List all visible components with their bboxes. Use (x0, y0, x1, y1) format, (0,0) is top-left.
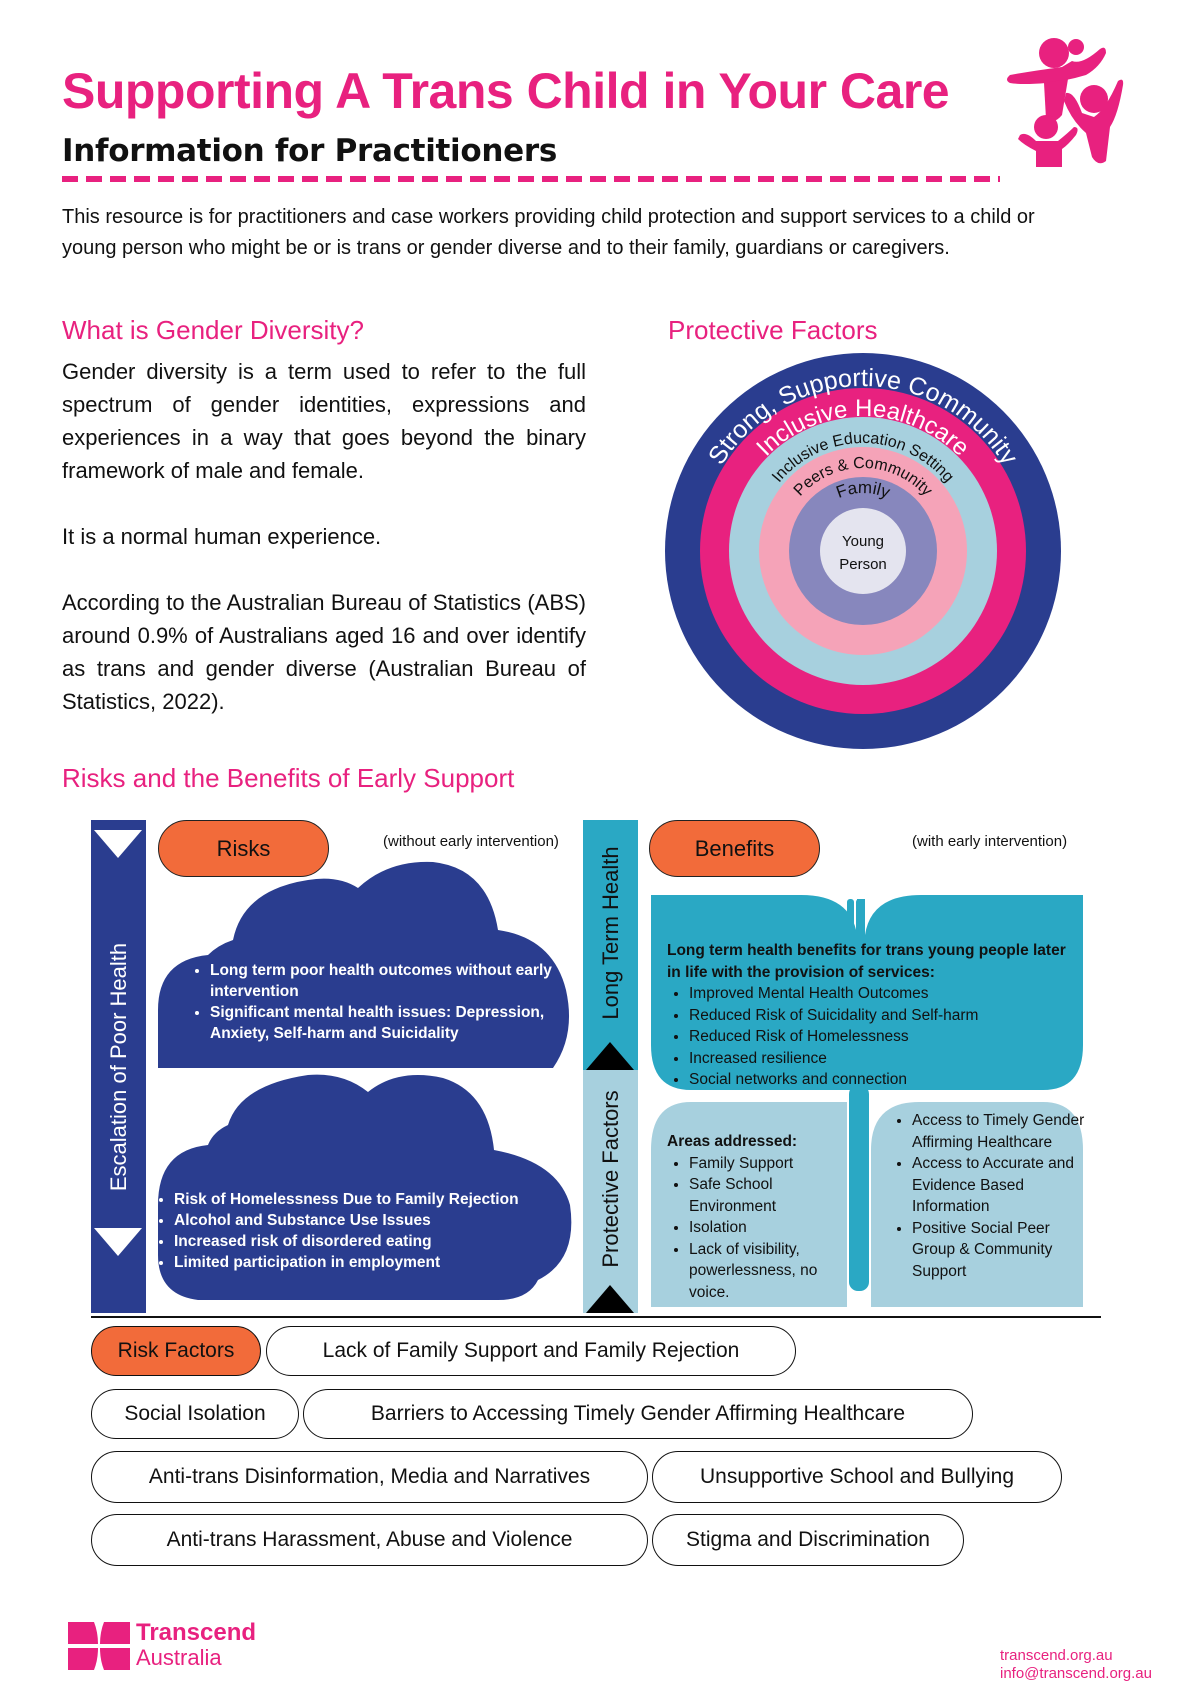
diagram-baseline (91, 1316, 1101, 1318)
transcend-logo-icon (68, 1622, 130, 1670)
area-item: Lack of visibility, powerlessness, no vo… (689, 1239, 847, 1304)
cloud2-item: Limited participation in employment (174, 1252, 572, 1273)
tree-trunk (849, 1085, 869, 1291)
risk-factor-pill: Barriers to Accessing Timely Gender Affi… (303, 1389, 973, 1439)
benefits-tree (651, 895, 1083, 1307)
gender-diversity-body: Gender diversity is a term used to refer… (62, 355, 586, 718)
risk-factor-pill: Lack of Family Support and Family Reject… (266, 1326, 796, 1376)
center-label-line2: Person (839, 556, 887, 573)
area-item: Positive Social Peer Group & Community S… (912, 1218, 1090, 1283)
page-title: Supporting A Trans Child in Your Care (62, 63, 950, 119)
long-term-health-bar: Long Term Health (583, 820, 638, 1070)
protective-factors-bar: Protective Factors (583, 1070, 638, 1313)
ring-center (820, 508, 906, 594)
protective-factors-heading: Protective Factors (668, 315, 878, 345)
cloud2-item: Risk of Homelessness Due to Family Rejec… (174, 1189, 572, 1210)
benefits-intro: Long term health benefits for trans youn… (667, 942, 1066, 981)
cloud1-item: Significant mental health issues: Depres… (210, 1002, 568, 1044)
gd-paragraph: Gender diversity is a term used to refer… (62, 359, 586, 483)
cloud-shape-1 (158, 861, 570, 1068)
area-item: Family Support (689, 1153, 847, 1175)
risk-clouds (158, 861, 572, 1300)
protective-factors-diagram: Strong, Supportive Community Inclusive H… (665, 353, 1061, 749)
arrow-up-icon (586, 1285, 634, 1313)
gd-paragraph: It is a normal human experience. (62, 524, 382, 549)
benefits-text: Long term health benefits for trans youn… (667, 940, 1077, 1091)
long-term-health-label: Long Term Health (597, 845, 623, 1020)
risk-factor-pill: Stigma and Discrimination (652, 1514, 964, 1566)
cloud2-item: Increased risk of disordered eating (174, 1231, 572, 1252)
escalation-label: Escalation of Poor Health (105, 942, 131, 1191)
risk-factor-pill: Social Isolation (91, 1389, 299, 1439)
benefits-box-shape (651, 895, 1083, 1090)
gd-paragraph: According to the Australian Bureau of St… (62, 590, 586, 714)
area-item: Isolation (689, 1217, 847, 1239)
area-item: Access to Accurate and Evidence Based In… (912, 1153, 1090, 1218)
areas-left-shape (651, 1102, 847, 1307)
risk-factor-pill: Anti-trans Disinformation, Media and Nar… (91, 1451, 648, 1503)
family-figures-icon (1007, 38, 1124, 167)
arrow-down-icon (94, 830, 142, 858)
center-label-line1: Young (842, 533, 884, 550)
risks-note: (without early intervention) (383, 833, 559, 850)
risk-factor-pill: Unsupportive School and Bullying (652, 1451, 1062, 1503)
benefit-item: Social networks and connection (689, 1069, 1077, 1091)
cloud2-item: Alcohol and Substance Use Issues (174, 1210, 572, 1231)
benefit-item: Increased resilience (689, 1048, 1077, 1070)
benefits-badge: Benefits (649, 820, 820, 877)
arrow-up-icon (586, 1042, 634, 1070)
dashed-divider (62, 176, 1000, 182)
benefits-note: (with early intervention) (912, 833, 1068, 850)
logo-subname: Australia (136, 1645, 222, 1670)
cloud-shape-2 (158, 1074, 572, 1300)
escalation-bar: Escalation of Poor Health (91, 820, 146, 1313)
benefit-item: Reduced Risk of Homelessness (689, 1026, 1077, 1048)
benefit-item: Reduced Risk of Suicidality and Self-har… (689, 1005, 1077, 1027)
cloud1-item: Long term poor health outcomes without e… (210, 960, 568, 1002)
cloud1-text: Long term poor health outcomes without e… (188, 960, 568, 1044)
arrow-down-icon (94, 1228, 142, 1256)
benefit-item: Improved Mental Health Outcomes (689, 983, 1077, 1005)
website-link[interactable]: transcend.org.au (1000, 1647, 1113, 1664)
contact-info: transcend.org.au info@transcend.org.au (1000, 1647, 1152, 1683)
area-item: Access to Timely Gender Affirming Health… (912, 1110, 1090, 1153)
areas-right-text: Access to Timely Gender Affirming Health… (890, 1110, 1090, 1282)
risk-factor-pill: Anti-trans Harassment, Abuse and Violenc… (91, 1514, 648, 1566)
area-item: Safe School Environment (689, 1174, 847, 1217)
risk-factors-badge: Risk Factors (91, 1326, 261, 1376)
areas-heading: Areas addressed: (667, 1133, 798, 1150)
areas-left-text: Areas addressed: Family Support Safe Sch… (667, 1131, 847, 1303)
email-link[interactable]: info@transcend.org.au (1000, 1665, 1152, 1682)
page-subtitle: Information for Practitioners (62, 133, 557, 169)
cloud2-text: Risk of Homelessness Due to Family Rejec… (152, 1189, 572, 1273)
areas-right-shape (871, 1102, 1083, 1307)
logo-name: Transcend (136, 1619, 257, 1646)
risks-badge: Risks (158, 820, 329, 877)
gender-diversity-heading: What is Gender Diversity? (62, 315, 364, 345)
risks-benefits-heading: Risks and the Benefits of Early Support (62, 763, 515, 793)
intro-paragraph: This resource is for practitioners and c… (62, 206, 1035, 259)
protective-factors-label: Protective Factors (597, 1090, 623, 1268)
